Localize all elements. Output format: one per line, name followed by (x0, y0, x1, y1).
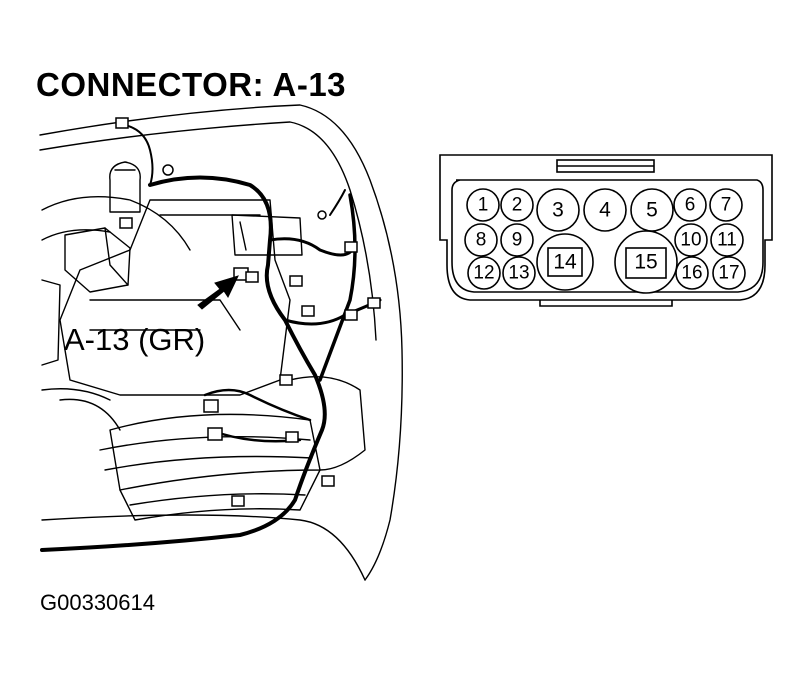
pin-label: 14 (553, 251, 577, 274)
pin-label: 15 (634, 251, 657, 274)
connector-callout-label: A-13 (GR) (64, 322, 206, 357)
pin-label: 6 (685, 195, 696, 216)
pin-label: 13 (508, 263, 529, 284)
pin-label: 10 (680, 230, 701, 251)
pin-label: 8 (476, 230, 487, 251)
pin-label: 3 (552, 199, 564, 222)
pin-label: 7 (721, 195, 732, 216)
pin-label: 16 (681, 263, 702, 284)
pin-label: 9 (512, 230, 523, 251)
hood-outline (39, 104, 403, 581)
connector-small (115, 117, 129, 129)
pin-label: 4 (599, 199, 611, 222)
pin-label: 11 (717, 230, 737, 251)
connector-pins (464, 188, 746, 294)
callout-arrow (197, 275, 239, 310)
pin-label: 17 (718, 263, 739, 284)
engine-block (59, 199, 291, 396)
pin-label: 1 (478, 195, 489, 216)
wiring-harness (40, 175, 327, 552)
pin-label: 2 (512, 195, 523, 216)
pin-label: 5 (646, 199, 658, 222)
pin-label: 12 (473, 263, 494, 284)
figure-id: G00330614 (40, 590, 155, 615)
connector-face (439, 154, 773, 307)
connector-title: CONNECTOR: A-13 (36, 66, 347, 103)
reservoir (109, 161, 141, 213)
grille (109, 413, 321, 491)
